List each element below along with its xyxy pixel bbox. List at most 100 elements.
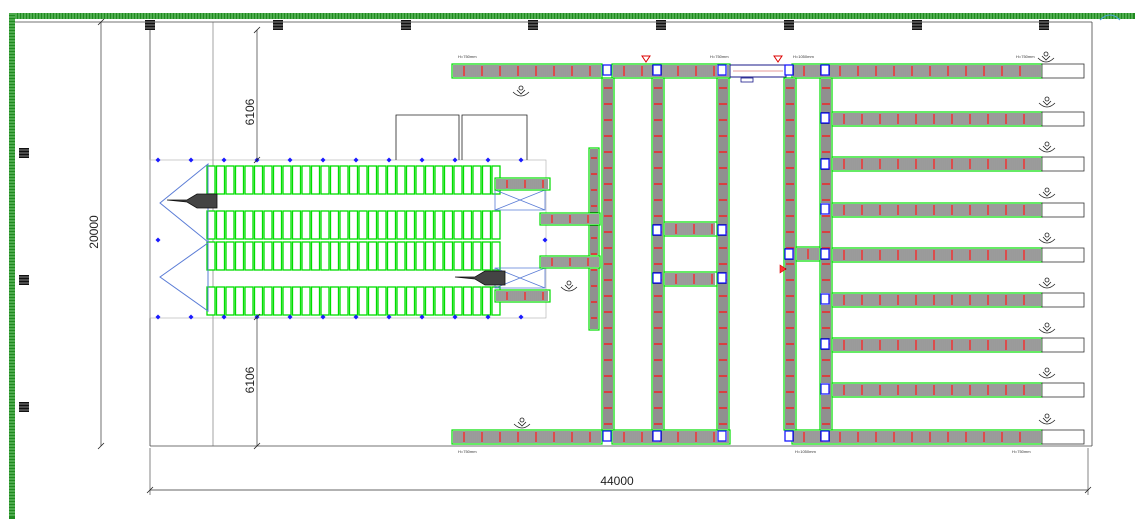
operator-icon-10-body — [513, 421, 531, 429]
infeed-lower-b-sensors — [551, 258, 589, 266]
column-hatch-1 — [273, 21, 283, 29]
pallet-row-4-pallet-6 — [263, 286, 273, 316]
pallet-row-2-pallet-11 — [310, 210, 321, 240]
junction-marker-4 — [820, 64, 830, 76]
junction-marker-3 — [784, 64, 794, 76]
pallet-row-1-pallet-14 — [339, 165, 349, 195]
pallet-row-3-pallet-18 — [377, 241, 387, 271]
operator-icon-6-body — [1038, 326, 1056, 334]
pallet-row-1-pallet-3 — [234, 165, 245, 195]
boundary-marker-19 — [452, 314, 458, 320]
pallet-row-1-pallet-23 — [424, 165, 435, 195]
pallet-row-2-pallet-26 — [453, 210, 463, 240]
pallet-row-2-pallet-21 — [405, 210, 416, 240]
pallet-row-4-pallet-3 — [234, 286, 245, 316]
branch-line-0-frame — [831, 111, 1043, 127]
pallet-row-2-pallet-15 — [348, 210, 359, 240]
pallet-row-1-pallet-9 — [291, 165, 302, 195]
branch-line-3-frame — [831, 247, 1043, 263]
branch-line-5-sensors — [843, 340, 1025, 350]
pallet-row-1-pallet-17 — [367, 165, 378, 195]
pallet-row-1-pallet-6 — [263, 165, 273, 195]
note-top-left: H=750mm — [458, 54, 477, 59]
operator-icon-2-head — [1044, 141, 1050, 147]
pallet-row-4-pallet-17 — [367, 286, 378, 316]
dim-tick-bottom-b — [253, 442, 261, 450]
pallet-row-2-pallet-7 — [272, 210, 283, 240]
riser-3 — [716, 77, 730, 431]
boundary-marker-8 — [287, 157, 293, 163]
riser-2 — [651, 77, 665, 431]
pallet-row-3-pallet-26 — [453, 241, 463, 271]
cross-upper-sensors — [675, 224, 713, 234]
pallet-row-1-pallet-28 — [472, 165, 482, 195]
junction-marker-1 — [652, 64, 662, 76]
operator-icon-3-head — [1044, 187, 1050, 193]
boundary-marker-24 — [155, 237, 161, 243]
robot-frame-right-upper — [494, 189, 546, 211]
riser-4-sensors — [786, 87, 794, 425]
dim-tick-total-top — [97, 18, 105, 26]
side-column-hatch-1 — [19, 276, 29, 284]
junction-marker-0-box — [602, 64, 612, 76]
pallet-row-4-pallet-25 — [443, 286, 454, 316]
operator-icon-2 — [1038, 141, 1056, 153]
pallet-row-2-pallet-9 — [291, 210, 302, 240]
junction-marker-10 — [652, 224, 662, 236]
branch-end-5 — [1041, 337, 1085, 353]
pallet-row-3-pallet-9 — [291, 241, 302, 271]
pallet-row-4-pallet-11 — [310, 286, 321, 316]
pallet-row-1-pallet-16 — [358, 165, 368, 195]
wall-left — [9, 13, 15, 519]
dim-tick-top-b — [253, 156, 261, 164]
conveyor-top-a-frame — [451, 63, 603, 79]
pallet-row-4-pallet-0 — [206, 286, 216, 316]
junction-marker-13 — [717, 272, 727, 284]
pallet-row-2-pallet-28 — [472, 210, 482, 240]
pallet-row-1-pallet-15 — [348, 165, 359, 195]
branch-line-5 — [831, 337, 1043, 353]
triangle-marker-0 — [641, 55, 651, 63]
boundary-marker-4 — [221, 157, 227, 163]
column-hatch-3 — [528, 21, 538, 29]
pallet-row-4-pallet-8 — [282, 286, 292, 316]
corner-mark — [1099, 14, 1121, 21]
dim-tick-bottom-a — [253, 313, 261, 321]
branch-line-4-sensors — [843, 295, 1025, 305]
pallet-row-4-pallet-29 — [481, 286, 492, 316]
pallet-row-4 — [206, 286, 501, 316]
pallet-row-1-pallet-13 — [329, 165, 340, 195]
pallet-row-4-pallet-5 — [253, 286, 264, 316]
pallet-row-3-pallet-27 — [462, 241, 473, 271]
pallet-row-4-pallet-15 — [348, 286, 359, 316]
column-4 — [656, 20, 666, 30]
pallet-row-2-pallet-0 — [206, 210, 216, 240]
branch-end-0 — [1041, 111, 1085, 127]
column-hatch-5 — [784, 21, 794, 29]
pallet-row-4-pallet-9 — [291, 286, 302, 316]
junction-marker-8-box — [784, 430, 794, 442]
conveyor-bottom-b — [611, 429, 731, 445]
operator-icon-0 — [1037, 51, 1055, 63]
branch-line-6-sensors — [843, 385, 1025, 395]
pallet-row-3-pallet-0 — [206, 241, 216, 271]
pallet-row-3-pallet-2 — [225, 241, 235, 271]
junction-marker-5-box — [602, 430, 612, 442]
pallet-row-4-pallet-23 — [424, 286, 435, 316]
boundary-marker-21 — [485, 314, 491, 320]
palletizer-area — [149, 114, 548, 320]
junction-marker-5 — [602, 430, 612, 442]
junction-marker-6-box — [652, 430, 662, 442]
pallet-row-3-pallet-1 — [215, 241, 226, 271]
dimension-width-total: 44000 — [600, 474, 634, 488]
junction-marker-13-box — [717, 272, 727, 284]
cross-lower — [663, 271, 718, 287]
note-bottom-mid: H=1050mm — [795, 449, 816, 454]
junction-marker-15 — [820, 248, 830, 260]
operator-icon-11-head — [566, 280, 572, 286]
junction-marker-9-box — [820, 430, 830, 442]
operator-icon-10 — [513, 417, 531, 429]
boundary-marker-5 — [221, 314, 227, 320]
pallet-row-3-pallet-19 — [386, 241, 397, 271]
operator-icon-3-body — [1038, 191, 1056, 199]
